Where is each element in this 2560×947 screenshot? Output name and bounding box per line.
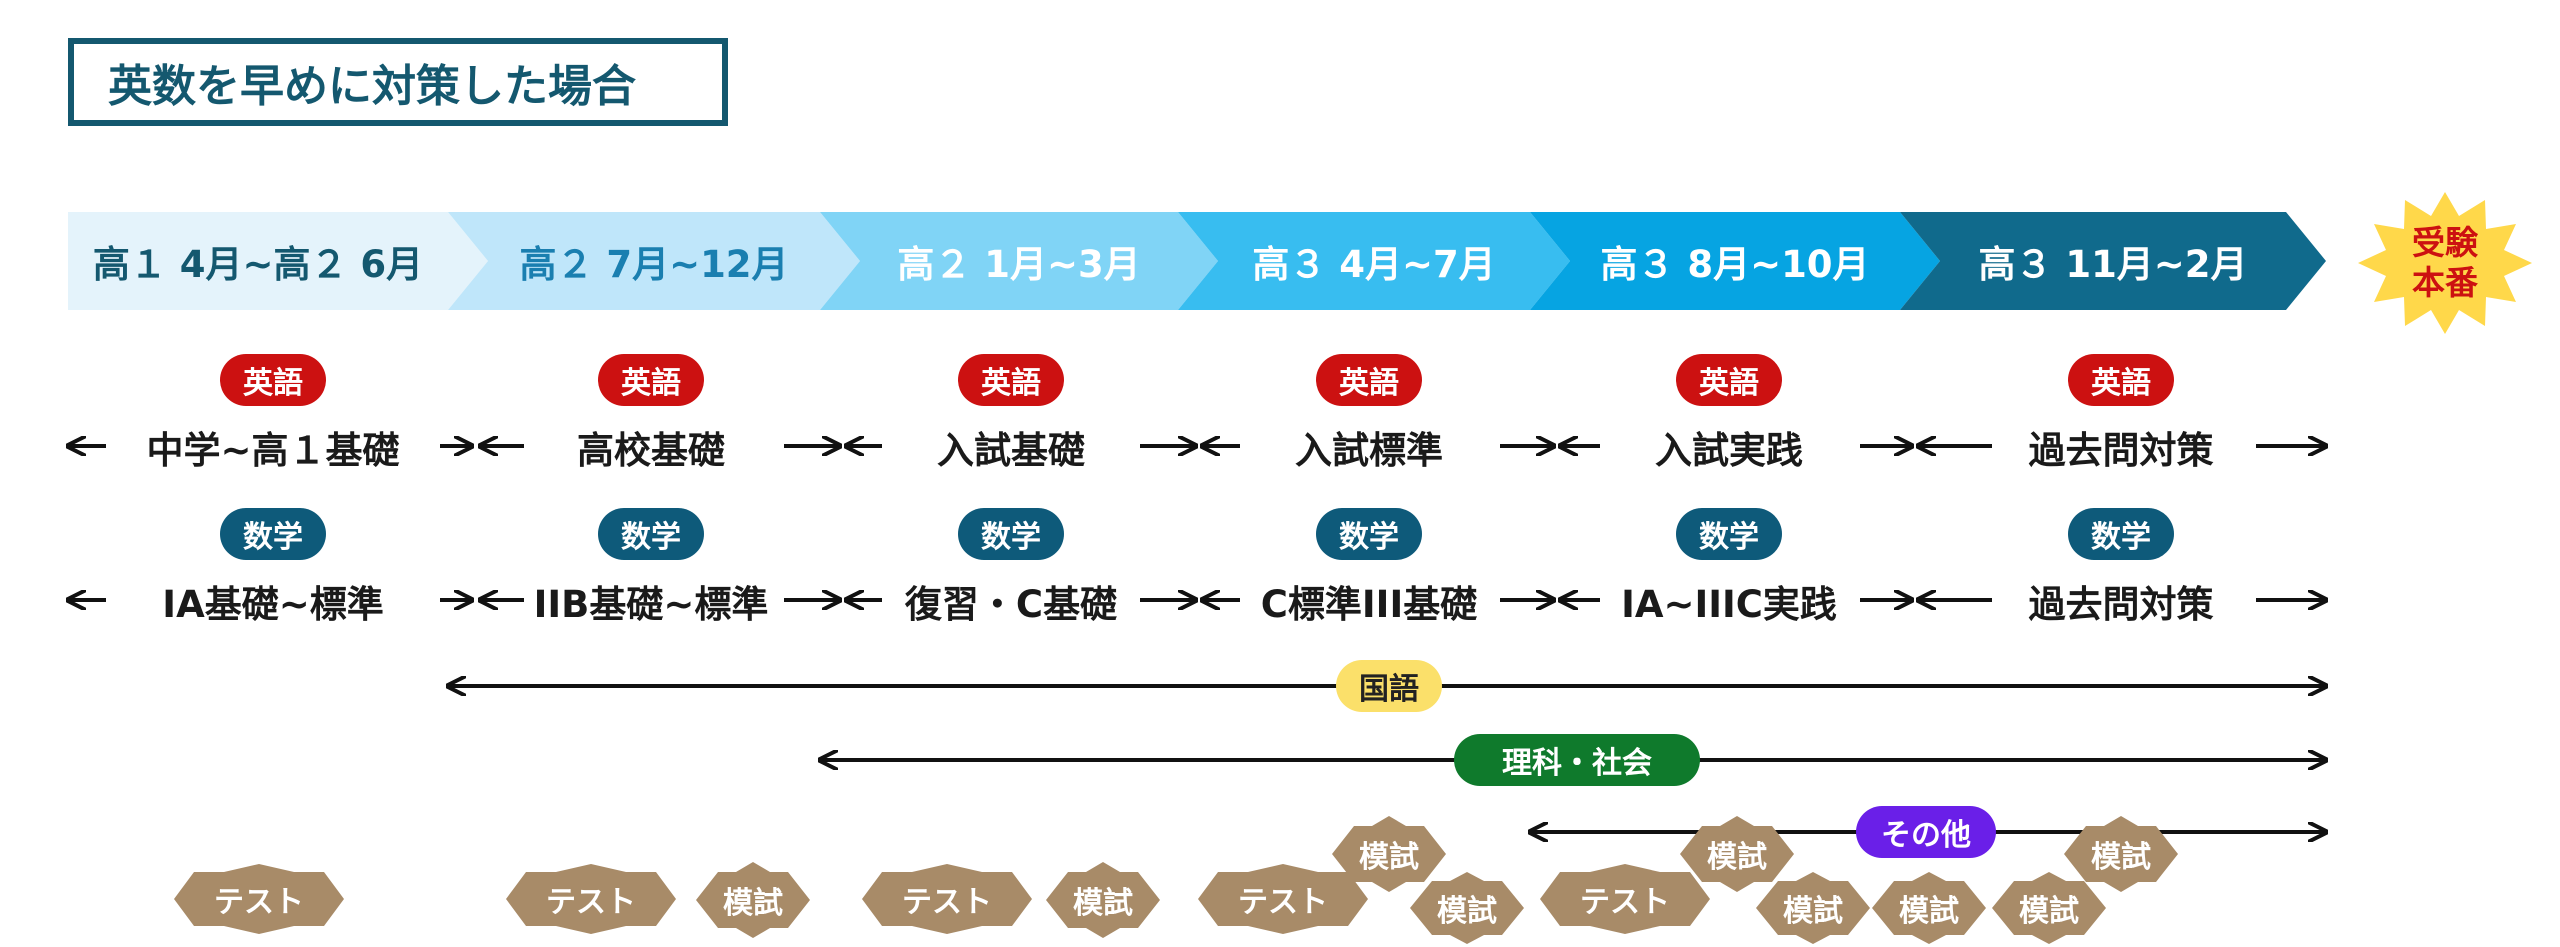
other-pill: その他: [1856, 806, 1996, 858]
math-stage-4: C標準III基礎: [1260, 583, 1478, 626]
english-stage-2: 高校基礎: [577, 429, 725, 472]
test-tag-4: テスト: [1198, 864, 1368, 934]
test-tag-5: テスト: [1540, 864, 1710, 934]
mock-tag-2: 模試: [1046, 862, 1160, 938]
page-title: 英数を早めに対策した場合: [68, 38, 728, 126]
science-social-pill: 理科・社会: [1454, 734, 1700, 786]
english-pill-2: 英語: [598, 354, 704, 406]
english-pill-3: 英語: [958, 354, 1064, 406]
phase-label-2: 高２ 7月~12月: [519, 243, 789, 286]
english-stage-4: 入試標準: [1295, 429, 1443, 472]
star-burst-icon: [2358, 192, 2532, 334]
english-pill-5: 英語: [1676, 354, 1782, 406]
phase-label-4: 高３ 4月~7月: [1252, 243, 1496, 286]
phase-chevron-2: [448, 212, 860, 310]
test-tag-3: テスト: [862, 864, 1032, 934]
english-stage-3: 入試基礎: [937, 429, 1085, 472]
math-pill-4: 数学: [1316, 508, 1422, 560]
math-stage-1: IA基礎~標準: [162, 583, 384, 626]
mock-tag-3: 模試: [1332, 816, 1446, 892]
math-stage-6: 過去問対策: [2028, 583, 2214, 626]
english-pill-6: 英語: [2068, 354, 2174, 406]
phase-chevron-6: [1900, 212, 2326, 310]
phase-label-3: 高２ 1月~3月: [897, 243, 1141, 286]
math-stage-3: 復習・C基礎: [904, 583, 1118, 626]
math-pill-5: 数学: [1676, 508, 1782, 560]
english-stage-5: 入試実践: [1655, 429, 1803, 472]
exam-badge: 受験 本番: [2356, 190, 2534, 336]
english-pill-1: 英語: [220, 354, 326, 406]
mock-tag-1: 模試: [696, 862, 810, 938]
mock-tag-8: 模試: [1992, 872, 2106, 944]
phase-label-5: 高３ 8月~10月: [1600, 243, 1870, 286]
mock-tag-6: 模試: [1756, 872, 1870, 944]
english-pill-4: 英語: [1316, 354, 1422, 406]
mock-tag-4: 模試: [1410, 872, 1524, 944]
math-pill-3: 数学: [958, 508, 1064, 560]
test-tag-1: テスト: [174, 864, 344, 934]
phase-chevron-4: [1178, 212, 1570, 310]
phase-chevron-3: [820, 212, 1218, 310]
exam-badge-line1: 受験: [2412, 223, 2478, 262]
test-tag-2: テスト: [506, 864, 676, 934]
math-stage-2: IIB基礎~標準: [533, 583, 769, 626]
mock-tag-7: 模試: [1872, 872, 1986, 944]
mock-tag-5: 模試: [1680, 816, 1794, 892]
english-stage-1: 中学~高１基礎: [146, 429, 400, 472]
math-pill-2: 数学: [598, 508, 704, 560]
japanese-pill: 国語: [1336, 660, 1442, 712]
english-stage-6: 過去問対策: [2028, 429, 2214, 472]
math-pill-1: 数学: [220, 508, 326, 560]
math-stage-5: IA~IIIC実践: [1621, 583, 1837, 626]
phase-label-6: 高３ 11月~2月: [1978, 243, 2248, 286]
phase-label-1: 高１ 4月~高２ 6月: [92, 243, 424, 286]
exam-badge-line2: 本番: [2412, 263, 2478, 302]
phase-chevron-1: [68, 212, 488, 310]
math-pill-6: 数学: [2068, 508, 2174, 560]
phase-chevron-5: [1530, 212, 1940, 310]
mock-tag-9: 模試: [2064, 816, 2178, 892]
